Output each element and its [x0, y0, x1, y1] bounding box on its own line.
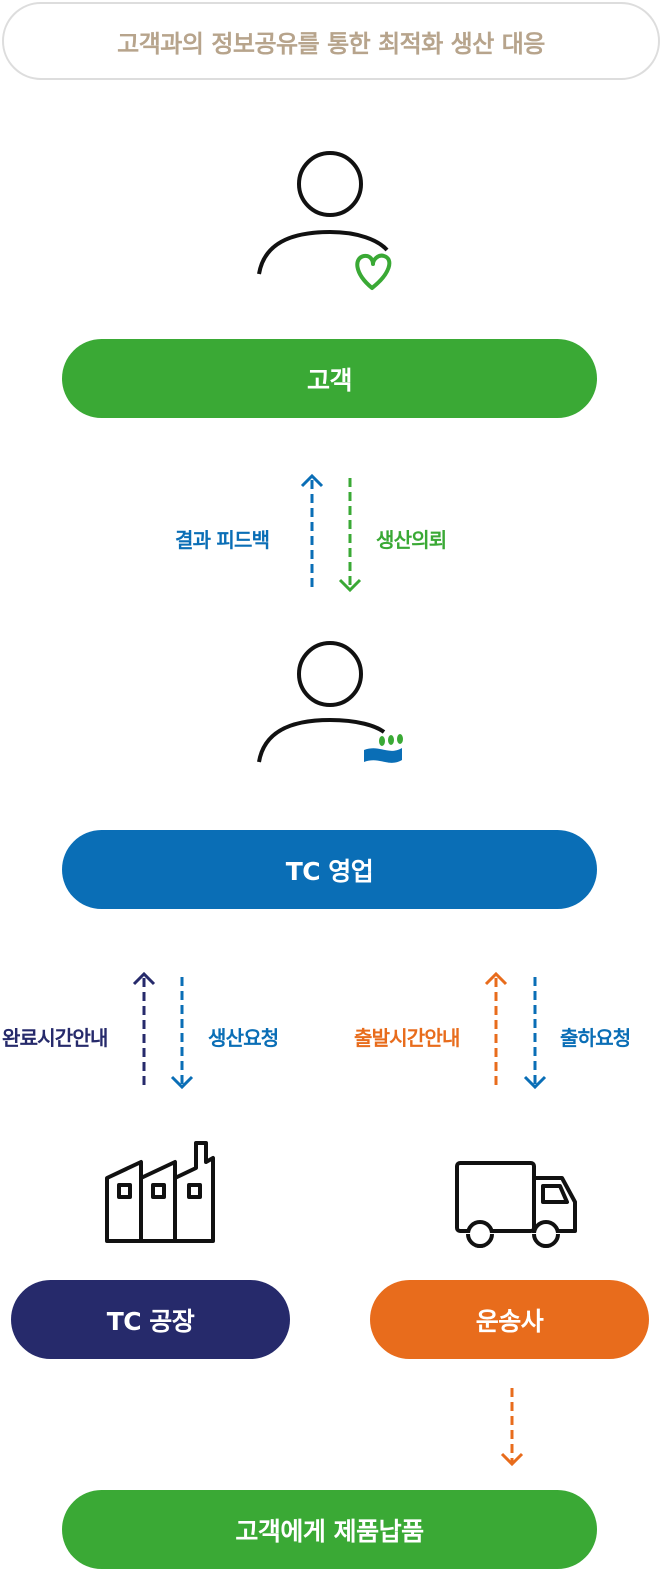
carrier-node: 운송사 [370, 1280, 649, 1359]
delivery-down-arrow-icon [500, 1388, 524, 1467]
feedback-up-arrow-icon [300, 473, 324, 590]
tc-sales-node: TC 영업 [62, 830, 597, 909]
departure-up-arrow-icon [484, 971, 508, 1088]
shipping-request-down-arrow-icon [523, 977, 547, 1090]
tc-factory-node: TC 공장 [11, 1280, 290, 1359]
departure-time-label: 출발시간안내 [354, 1026, 460, 1050]
factory-request-down-arrow-icon [170, 977, 194, 1090]
factory-icon [105, 1141, 215, 1243]
factory-production-request-label: 생산요청 [208, 1026, 279, 1050]
sales-person-icon [257, 641, 403, 763]
truck-icon [455, 1161, 577, 1248]
result-feedback-label: 결과 피드백 [175, 528, 270, 552]
page-title: 고객과의 정보공유를 통한 최적화 생산 대응 [2, 2, 660, 80]
shipping-request-label: 출하요청 [560, 1026, 631, 1050]
request-down-arrow-icon [338, 478, 362, 593]
customer-person-icon [257, 151, 392, 290]
production-request-label: 생산의뢰 [376, 528, 447, 552]
customer-node: 고객 [62, 339, 597, 418]
completion-up-arrow-icon [132, 971, 156, 1088]
completion-time-label: 완료시간안내 [2, 1026, 108, 1050]
delivery-node: 고객에게 제품납품 [62, 1490, 597, 1569]
